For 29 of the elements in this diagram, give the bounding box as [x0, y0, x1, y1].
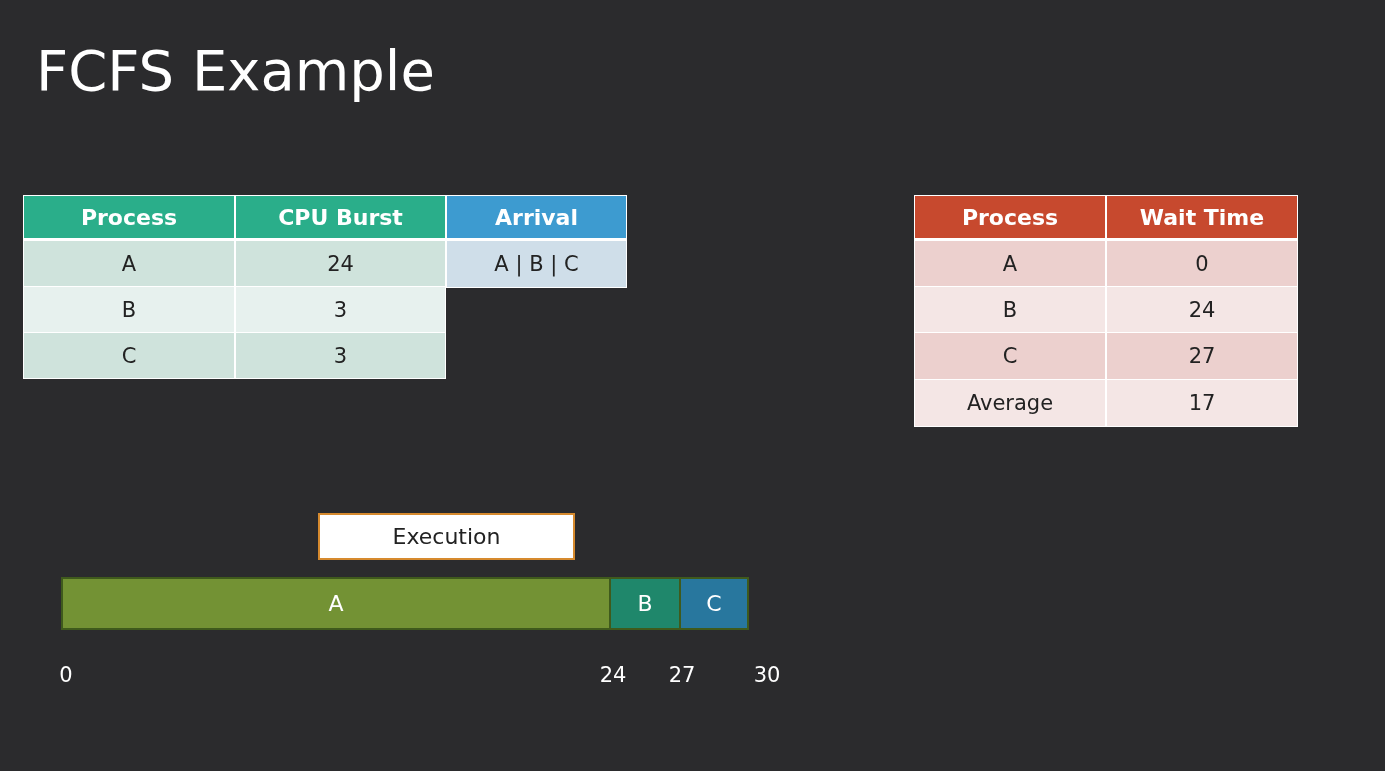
table-cell: A: [23, 240, 235, 287]
table-cell: A | B | C: [446, 240, 627, 288]
table-cell: 17: [1106, 379, 1298, 427]
table-cell: 3: [235, 286, 446, 333]
table-cell: A: [914, 240, 1106, 287]
table-cell: C: [23, 332, 235, 379]
table-cell: 3: [235, 332, 446, 379]
label-box: Execution: [318, 513, 575, 560]
table-header: Process: [23, 195, 235, 242]
table-header: Arrival: [446, 195, 627, 242]
table-header: Wait Time: [1106, 195, 1298, 242]
axis-tick-label: 30: [753, 663, 781, 687]
slide-title: FCFS Example: [36, 38, 435, 103]
table-cell: B: [914, 286, 1106, 333]
table-cell: 27: [1106, 332, 1298, 380]
table-cell: C: [914, 332, 1106, 380]
table-cell: 0: [1106, 240, 1298, 287]
table-cell: B: [23, 286, 235, 333]
table-cell: 24: [1106, 286, 1298, 333]
gantt-bar: A: [61, 577, 611, 630]
axis-tick-label: 27: [668, 663, 696, 687]
table-header: Process: [914, 195, 1106, 242]
table-header: CPU Burst: [235, 195, 446, 242]
table-cell: 24: [235, 240, 446, 287]
axis-tick-label: 24: [599, 663, 627, 687]
gantt-bar: B: [609, 577, 681, 630]
axis-tick-label: 0: [59, 663, 73, 687]
gantt-bar: C: [679, 577, 749, 630]
table-cell: Average: [914, 379, 1106, 427]
